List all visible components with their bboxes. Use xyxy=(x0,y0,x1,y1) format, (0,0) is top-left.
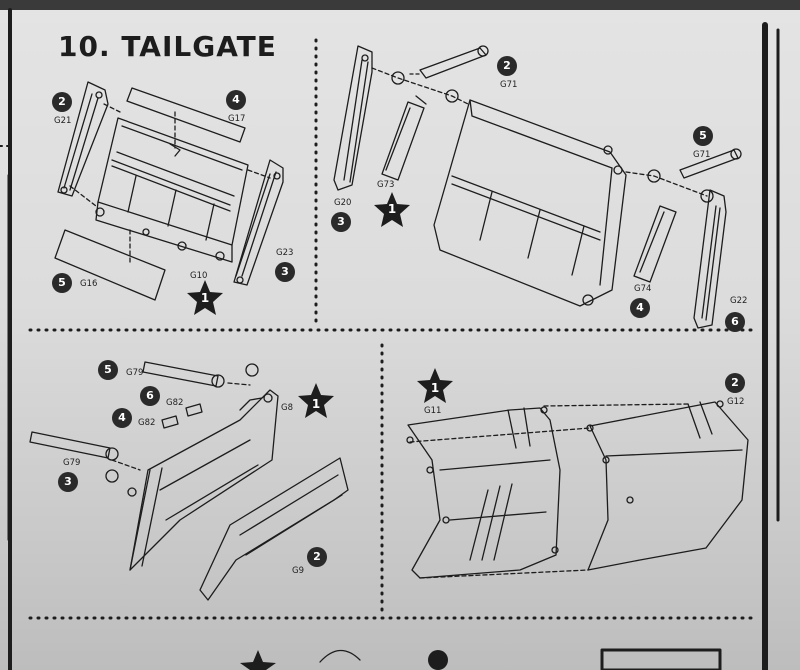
part-badge: 4 xyxy=(630,298,650,318)
part-badge: 3 xyxy=(331,212,351,232)
part-code: G16 xyxy=(80,279,98,289)
star-marker xyxy=(240,650,276,670)
part-code: G21 xyxy=(54,116,72,126)
star-label: 1 xyxy=(387,202,397,216)
part-code: G9 xyxy=(292,566,304,576)
part-badge: 4 xyxy=(226,90,246,110)
part-badge: 2 xyxy=(307,547,327,567)
part-code: G71 xyxy=(500,80,518,90)
part-code: G79 xyxy=(63,458,81,468)
star-marker xyxy=(187,280,223,315)
part-code: G79 xyxy=(126,368,144,378)
part-code: G10 xyxy=(190,271,208,281)
part-badge: 5 xyxy=(693,126,713,146)
part-code: G11 xyxy=(424,406,442,416)
part-code: G82 xyxy=(138,418,156,428)
part-badge: 2 xyxy=(725,373,745,393)
section-title: 10. TAILGATE xyxy=(58,30,277,63)
part-code: G20 xyxy=(334,198,352,208)
part-badge: 5 xyxy=(52,273,72,293)
star-label: 1 xyxy=(200,291,210,305)
drawing-hinged-assembly xyxy=(29,361,349,601)
part-badge: 5 xyxy=(98,360,118,380)
part-code: G82 xyxy=(166,398,184,408)
drawing-tailgate-cylinders xyxy=(333,45,742,329)
drawing-tailgate-shell xyxy=(406,400,749,579)
star-marker xyxy=(374,192,410,227)
part-badge: 4 xyxy=(112,408,132,428)
part-code: G22 xyxy=(730,296,748,306)
star-label: 1 xyxy=(311,397,321,411)
part-code: G73 xyxy=(377,180,395,190)
part-code: G23 xyxy=(276,248,294,258)
background-edge xyxy=(0,0,800,10)
part-badge: 3 xyxy=(58,472,78,492)
star-label: 1 xyxy=(430,381,440,395)
drawing-tailgate-frame xyxy=(54,81,284,301)
part-code: G17 xyxy=(228,114,246,124)
part-code: G71 xyxy=(693,150,711,160)
drawing-next-section-partial xyxy=(319,648,722,670)
part-badge: 2 xyxy=(52,92,72,112)
part-badge: 6 xyxy=(140,386,160,406)
part-code: G12 xyxy=(727,397,745,407)
part-code: G8 xyxy=(281,403,293,413)
star-marker xyxy=(298,383,334,418)
star-marker xyxy=(417,368,453,403)
part-badge: 3 xyxy=(275,262,295,282)
part-code: G74 xyxy=(634,284,652,294)
badge-partial xyxy=(428,650,448,670)
part-badge: 6 xyxy=(725,312,745,332)
part-badge: 2 xyxy=(497,56,517,76)
